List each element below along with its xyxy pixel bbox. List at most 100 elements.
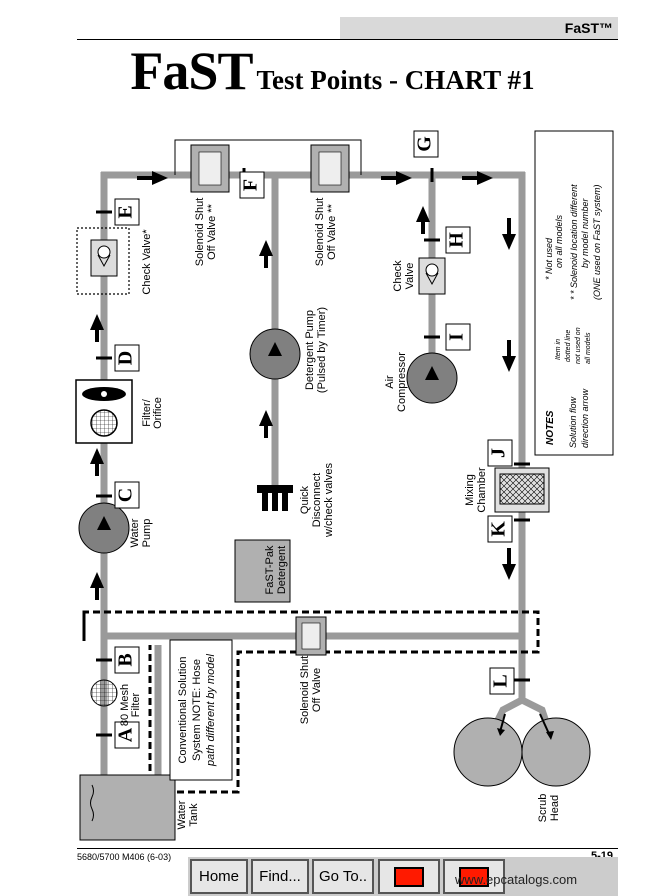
label-mixing-b: Chamber bbox=[476, 467, 488, 513]
svg-text:A: A bbox=[115, 727, 137, 742]
test-point-ticks bbox=[96, 168, 530, 737]
title-rest: Test Points - CHART #1 bbox=[256, 65, 535, 95]
label-solenoid1-a: Solenoid Shut bbox=[194, 198, 206, 267]
footer-rule bbox=[77, 848, 618, 849]
svg-text:B: B bbox=[115, 653, 137, 666]
test-point-b: B bbox=[114, 646, 140, 674]
page-title: FaST Test Points - CHART #1 bbox=[0, 40, 665, 102]
label-solenoid2-b: Off Valve ** bbox=[326, 203, 338, 260]
svg-text:C: C bbox=[115, 488, 137, 502]
svg-text:NOTES: NOTES bbox=[545, 410, 556, 445]
left-arrow-icon bbox=[394, 866, 424, 887]
header-bar bbox=[340, 17, 618, 39]
water-pump bbox=[78, 502, 130, 554]
label-check-valve-left: Check Valve* bbox=[141, 229, 153, 295]
svg-text:by model number: by model number bbox=[580, 197, 590, 268]
solenoid-1 bbox=[190, 144, 230, 193]
label-solenoid1-b: Off Valve ** bbox=[206, 203, 218, 260]
conventional-note: Conventional Solution System NOTE: Hose … bbox=[169, 639, 233, 781]
svg-text:I: I bbox=[446, 333, 468, 341]
detergent-pump bbox=[249, 328, 301, 380]
test-point-f: F bbox=[239, 171, 265, 199]
svg-text:* Not used: * Not used bbox=[544, 237, 554, 280]
solenoid-bracket bbox=[174, 139, 362, 175]
solenoid-2 bbox=[310, 144, 350, 193]
label-water-pump-a: Water bbox=[129, 518, 141, 547]
test-point-i: I bbox=[445, 323, 471, 351]
fast-pak bbox=[234, 539, 291, 603]
home-button[interactable]: Home bbox=[190, 859, 248, 894]
label-filter-b: Orifice bbox=[152, 397, 164, 429]
mixing-chamber bbox=[494, 467, 550, 513]
label-fast-pak-a: FaST-Pak bbox=[264, 545, 276, 594]
solenoid-3 bbox=[295, 616, 327, 656]
forward-button[interactable] bbox=[443, 859, 505, 894]
svg-text:L: L bbox=[490, 674, 512, 687]
label-fast-pak-b: Detergent bbox=[276, 546, 288, 594]
test-point-k: K bbox=[487, 515, 513, 543]
back-button[interactable] bbox=[378, 859, 440, 894]
label-quick-disconnect-c: w/check valves bbox=[323, 463, 335, 538]
svg-text:E: E bbox=[115, 205, 137, 218]
filter-orifice bbox=[75, 379, 133, 444]
label-solenoid2-a: Solenoid Shut bbox=[314, 198, 326, 267]
label-mixing-a: Mixing bbox=[464, 474, 476, 506]
svg-text:Solution flow: Solution flow bbox=[568, 396, 578, 448]
svg-text:G: G bbox=[414, 136, 436, 152]
test-point-j: J bbox=[487, 439, 513, 467]
right-arrow-icon bbox=[459, 866, 489, 887]
label-scrub-a: Scrub bbox=[537, 794, 549, 823]
svg-text:K: K bbox=[488, 521, 510, 537]
svg-text:all models: all models bbox=[585, 332, 592, 364]
scrub-head bbox=[453, 717, 591, 787]
test-point-e: E bbox=[114, 198, 140, 226]
notes-box: * Not used on all models * * Solenoid lo… bbox=[534, 130, 614, 456]
mesh-filter bbox=[90, 679, 118, 707]
svg-text:F: F bbox=[240, 179, 262, 191]
test-point-l: L bbox=[489, 667, 515, 695]
label-air-compressor-b: Compressor bbox=[396, 352, 408, 412]
svg-text:dotted line: dotted line bbox=[565, 330, 572, 362]
label-water-tank-a: Water bbox=[176, 800, 188, 829]
label-solenoid3-a: Solenoid Shut bbox=[299, 656, 311, 725]
goto-button[interactable]: Go To.. bbox=[312, 859, 374, 894]
quick-disconnect bbox=[257, 485, 293, 511]
test-point-h: H bbox=[445, 226, 471, 254]
svg-text:(ONE used on FaST system): (ONE used on FaST system) bbox=[592, 184, 602, 300]
doc-number: 5680/5700 M406 (6-03) bbox=[77, 852, 172, 862]
label-check-valve-right-a: Check bbox=[392, 260, 404, 292]
label-air-compressor-a: Air bbox=[384, 375, 396, 389]
label-check-valve-right-b: Valve bbox=[404, 263, 416, 290]
svg-text:direction arrow: direction arrow bbox=[580, 388, 590, 448]
test-point-g: G bbox=[413, 130, 439, 158]
svg-text:Item in: Item in bbox=[555, 339, 562, 360]
test-point-c: C bbox=[114, 481, 140, 509]
svg-text:* * Solenoid location differen: * * Solenoid location different bbox=[569, 184, 579, 300]
label-water-pump-b: Pump bbox=[141, 519, 153, 548]
air-compressor bbox=[406, 352, 458, 404]
test-point-d: D bbox=[114, 344, 140, 372]
svg-text:path different by model: path different by model bbox=[205, 653, 217, 766]
check-valve-right bbox=[418, 257, 446, 295]
label-quick-disconnect-a: Quick bbox=[299, 485, 311, 514]
svg-text:D: D bbox=[115, 351, 137, 365]
title-brand: FaST bbox=[130, 41, 253, 101]
label-water-tank-b: Tank bbox=[188, 803, 200, 827]
test-point-a: A bbox=[114, 721, 140, 749]
water-tank bbox=[79, 774, 176, 841]
svg-text:on all models: on all models bbox=[554, 214, 564, 268]
test-point-boxes: E D C B A F G H I J K L bbox=[114, 130, 515, 749]
label-detergent-pump-b: (Pulsed by Timer) bbox=[316, 307, 328, 393]
svg-text:not used on: not used on bbox=[575, 327, 582, 364]
svg-text:H: H bbox=[446, 232, 468, 248]
svg-text:System NOTE: Hose: System NOTE: Hose bbox=[191, 659, 203, 761]
check-valve-left bbox=[90, 239, 118, 277]
label-filter-a: Filter/ bbox=[141, 398, 153, 426]
header-rule bbox=[77, 39, 618, 40]
svg-text:J: J bbox=[488, 448, 510, 458]
label-mesh-a: 80 Mesh bbox=[119, 684, 131, 726]
label-mesh-b: Filter bbox=[130, 692, 142, 717]
label-detergent-pump-a: Detergent Pump bbox=[304, 310, 316, 390]
label-scrub-b: Head bbox=[549, 795, 561, 821]
find-button[interactable]: Find... bbox=[251, 859, 309, 894]
